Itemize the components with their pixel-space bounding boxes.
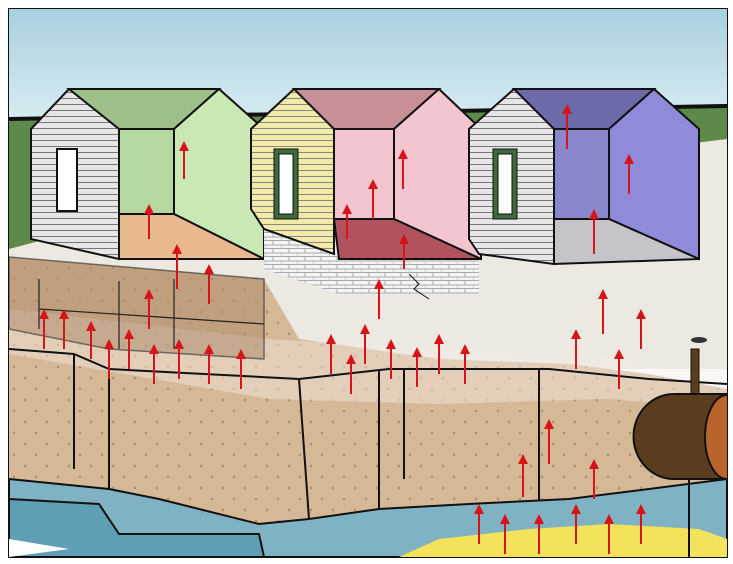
vapor-arrow-icon	[144, 204, 154, 239]
vapor-arrow-icon	[589, 209, 599, 254]
vapor-arrow-icon	[204, 344, 214, 384]
vapor-arrow-icon	[500, 514, 510, 554]
sewer-pipe	[632, 348, 727, 557]
vapor-arrow-icon	[460, 344, 470, 384]
vapor-arrow-icon	[412, 347, 422, 387]
vapor-arrow-icon	[589, 459, 599, 499]
vapor-arrow-icon	[174, 339, 184, 379]
vapor-arrow-icon	[124, 329, 134, 369]
vapor-arrows	[39, 104, 646, 554]
manhole	[691, 337, 707, 343]
vapor-arrow-icon	[179, 141, 189, 179]
vapor-arrow-icon	[474, 504, 484, 544]
vapor-arrow-icon	[236, 349, 246, 389]
vapor-arrow-icon	[636, 504, 646, 544]
vapor-arrow-icon	[59, 309, 69, 349]
vapor-arrow-icon	[399, 234, 409, 269]
vapor-arrow-icon	[368, 179, 378, 219]
vapor-arrow-icon	[571, 504, 581, 544]
vapor-arrow-icon	[614, 349, 624, 389]
vapor-intrusion-illustration	[8, 8, 728, 558]
vapor-arrow-icon	[386, 339, 396, 379]
vapor-arrow-icon	[149, 344, 159, 384]
house-basement	[250, 87, 482, 300]
vapor-arrow-icon	[104, 339, 114, 379]
vapor-arrow-icon	[360, 324, 370, 364]
vapor-arrow-icon	[144, 289, 154, 329]
house-crawlspace	[468, 87, 700, 266]
vapor-arrow-icon	[39, 309, 49, 349]
vapor-arrow-icon	[374, 279, 384, 319]
contaminant-pool	[399, 524, 727, 557]
vapor-arrow-icon	[636, 309, 646, 349]
vapor-arrow-icon	[518, 454, 528, 497]
vapor-arrow-icon	[326, 334, 336, 374]
illustration-canvas	[9, 9, 727, 557]
vapor-arrow-icon	[342, 204, 352, 239]
house-slab-on-grade	[30, 87, 265, 261]
basement-excavation	[9, 256, 265, 360]
vapor-arrow-icon	[398, 149, 408, 189]
vapor-arrow-icon	[598, 289, 608, 334]
vapor-arrow-icon	[172, 244, 182, 289]
vapor-arrow-icon	[346, 354, 356, 394]
vapor-arrow-icon	[604, 514, 614, 554]
vapor-arrow-icon	[562, 104, 572, 149]
vapor-arrow-icon	[624, 154, 634, 194]
vapor-arrow-icon	[434, 334, 444, 374]
vapor-arrow-icon	[571, 329, 581, 369]
vapor-arrow-icon	[544, 419, 554, 464]
vapor-arrow-icon	[534, 514, 544, 554]
vapor-arrow-icon	[86, 321, 96, 359]
water-ledge	[9, 497, 266, 557]
vapor-arrow-icon	[204, 264, 214, 304]
